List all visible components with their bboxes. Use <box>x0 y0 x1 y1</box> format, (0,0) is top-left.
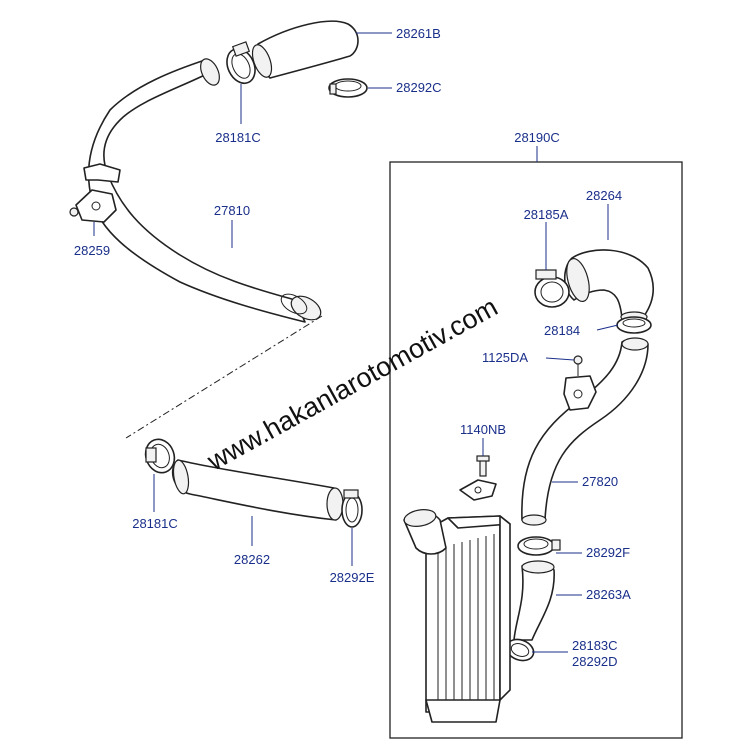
label-28184: 28184 <box>544 323 580 338</box>
label-28183c: 28183C <box>572 638 618 653</box>
clamp-28181c-top[interactable] <box>222 41 261 88</box>
clamp-28185a[interactable] <box>534 269 570 308</box>
hose-28263a[interactable] <box>513 560 555 641</box>
label-27810: 27810 <box>214 203 250 218</box>
intercooler[interactable] <box>403 507 511 723</box>
label-28185a: 28185A <box>524 207 569 222</box>
label-28292f: 28292F <box>586 545 630 560</box>
label-1140nb: 1140NB <box>460 422 506 437</box>
connection-dashed-line <box>125 315 323 439</box>
label-28262: 28262 <box>234 552 270 567</box>
label-28263a: 28263A <box>586 587 631 602</box>
label-28292d: 28292D <box>572 654 618 669</box>
clamp-28181c-bottom[interactable] <box>141 435 179 477</box>
hose-28261b[interactable] <box>249 20 359 79</box>
bolt-1125da[interactable] <box>563 355 597 411</box>
label-1125da: 1125DA <box>482 350 528 365</box>
clamp-28184[interactable] <box>616 316 652 334</box>
label-28259: 28259 <box>74 243 110 258</box>
bolt-1140nb[interactable] <box>459 455 497 501</box>
intercooler-fins <box>437 534 495 700</box>
clamp-28292f[interactable] <box>517 536 561 556</box>
label-28181c-top: 28181C <box>215 130 261 145</box>
pipe-27820[interactable] <box>521 337 649 526</box>
group-box-28190c <box>389 161 683 739</box>
pipe-27810[interactable] <box>83 56 325 325</box>
watermark-text: www.hakanlarotomotiv.com <box>201 292 502 477</box>
bracket-28259[interactable] <box>69 189 117 223</box>
label-28181c-bottom: 28181C <box>132 516 178 531</box>
label-27820: 27820 <box>582 474 618 489</box>
hose-28264[interactable] <box>563 249 654 323</box>
label-28264: 28264 <box>586 188 622 203</box>
hose-28262[interactable] <box>171 459 344 521</box>
label-28292c: 28292C <box>396 80 442 95</box>
label-28292e: 28292E <box>330 570 375 585</box>
clamp-28292c[interactable] <box>328 78 368 98</box>
clamp-28292e[interactable] <box>341 489 363 528</box>
group-label-28190c: 28190C <box>514 130 560 145</box>
label-28261b: 28261B <box>396 26 441 41</box>
